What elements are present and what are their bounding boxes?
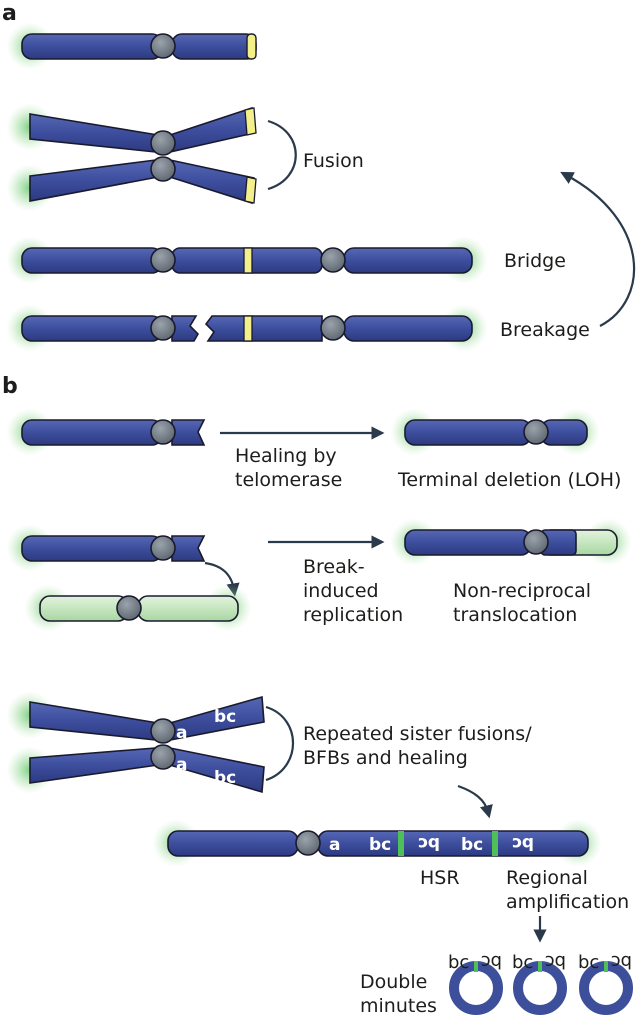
- label-double-1: Double: [360, 971, 427, 993]
- segment-a: a: [176, 755, 187, 775]
- fusion-band: [246, 33, 257, 60]
- label-break-1: Break-: [303, 556, 365, 578]
- panel-a-label: a: [2, 1, 17, 26]
- segment-bc: bc: [369, 835, 391, 855]
- ring-label: bc: [512, 952, 533, 973]
- chromosome-a1: [6, 22, 257, 70]
- ring-label: bc: [611, 951, 632, 972]
- ring-label: bc: [448, 952, 469, 973]
- segment-a: a: [176, 723, 187, 743]
- label-nonrecip-1: Non-reciprocal: [453, 580, 591, 602]
- label-fusion: Fusion: [303, 150, 364, 172]
- fusion-band: [243, 247, 253, 274]
- label-healing-2: telomerase: [235, 469, 342, 491]
- segment-bc: bc: [461, 835, 483, 855]
- healed-chromosome: [390, 408, 600, 456]
- broken-chromosome-2: [6, 524, 206, 572]
- repeated-fusion-x: a bc a bc: [6, 691, 295, 794]
- segment-bc: bc: [214, 768, 236, 788]
- label-regional-1: Regional: [506, 867, 588, 889]
- fusion-bracket: [267, 119, 297, 191]
- broken-chromosome-1: [6, 408, 206, 456]
- label-break-2: induced: [303, 580, 379, 602]
- double-minute-3: bc bc: [578, 951, 633, 1015]
- double-minute-1: bc bc: [448, 951, 503, 1015]
- broken-bridge: [6, 304, 488, 352]
- ring-label: bc: [481, 951, 502, 972]
- double-minute-2: bc bc: [512, 951, 567, 1015]
- centromere: [150, 33, 176, 59]
- label-regional-2: amplification: [506, 891, 629, 913]
- label-bridge: Bridge: [504, 250, 566, 272]
- segment-cb: bc: [418, 833, 440, 853]
- label-double-2: minutes: [360, 995, 437, 1017]
- label-healing-1: Healing by: [235, 445, 337, 467]
- donor-chromosome: [24, 584, 252, 632]
- panel-b-label: b: [2, 374, 18, 399]
- segment-bc: bc: [214, 707, 236, 727]
- translocated-chromosome: [390, 518, 632, 566]
- ring-label: bc: [545, 951, 566, 972]
- label-repeated-2: BFBs and healing: [303, 747, 468, 769]
- repeat-bracket: [265, 705, 295, 782]
- dicentric-bridge: [6, 236, 488, 284]
- label-hsr: HSR: [420, 867, 460, 889]
- label-terminal-deletion: Terminal deletion (LOH): [397, 469, 621, 491]
- segment-cb: bc: [512, 833, 534, 853]
- label-nonrecip-2: translocation: [453, 604, 577, 626]
- label-break-3: replication: [303, 604, 403, 626]
- amplified-chromosome: a bc bc bc bc: [152, 819, 602, 867]
- cycle-arrow: [560, 171, 636, 327]
- segment-a: a: [329, 835, 340, 855]
- label-repeated-1: Repeated sister fusions/: [303, 723, 532, 745]
- amplify-arrow: [457, 784, 493, 819]
- ring-label: bc: [578, 952, 599, 973]
- fused-sisters-a: [6, 103, 297, 212]
- label-breakage: Breakage: [500, 319, 590, 341]
